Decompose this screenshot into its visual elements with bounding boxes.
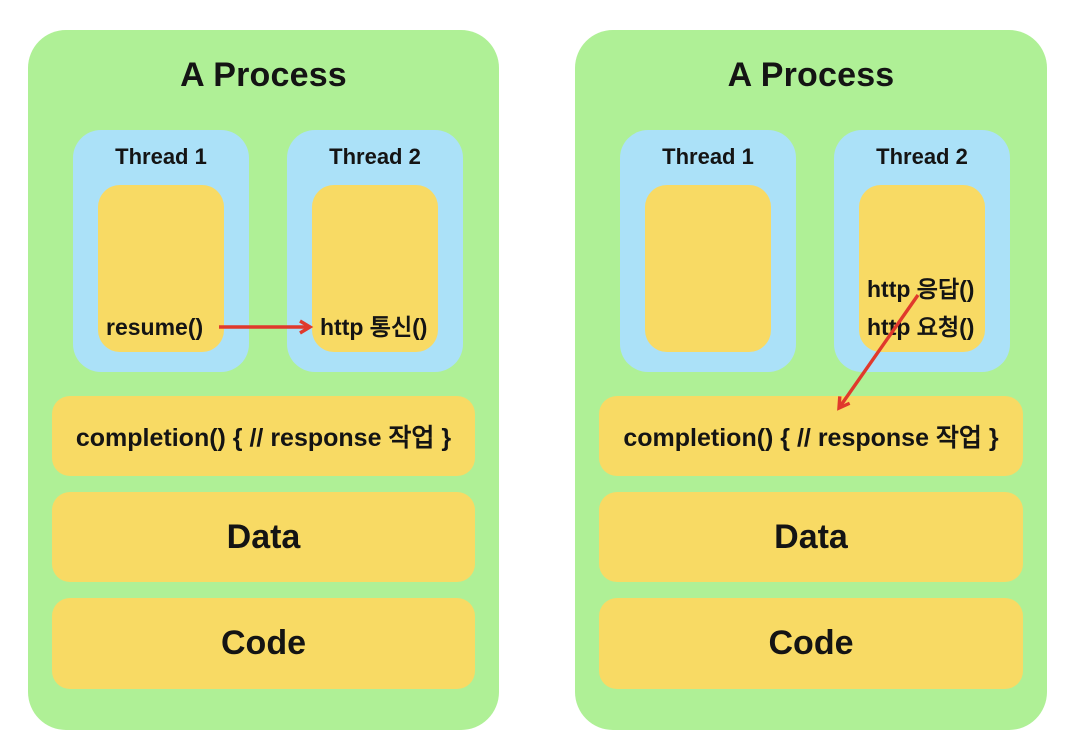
thread-2-box: Thread 2 http 통신() xyxy=(287,130,463,372)
process-panel-right: A Process Thread 1 Thread 2 http 응답() ht… xyxy=(575,30,1047,730)
data-box: Data xyxy=(599,492,1023,582)
thread-2-stack: http 통신() xyxy=(312,185,438,352)
data-box: Data xyxy=(52,492,475,582)
stack-item-http-call: http 통신() xyxy=(320,314,428,340)
thread-2-stack: http 응답() http 요청() xyxy=(859,185,985,352)
process-title: A Process xyxy=(727,56,895,94)
stack-item-http-request: http 요청() xyxy=(867,314,975,340)
stack-item-http-response: http 응답() xyxy=(867,276,975,302)
completion-box: completion() { // response 작업 } xyxy=(599,396,1023,476)
thread-1-label: Thread 1 xyxy=(115,144,207,169)
thread-1-box: Thread 1 xyxy=(620,130,796,372)
code-box: Code xyxy=(599,598,1023,689)
thread-1-label: Thread 1 xyxy=(662,144,754,169)
thread-2-box: Thread 2 http 응답() http 요청() xyxy=(834,130,1010,372)
thread-2-label: Thread 2 xyxy=(876,144,968,169)
stack-item-resume: resume() xyxy=(106,314,204,340)
process-panel-left: A Process Thread 1 resume() Thread 2 htt… xyxy=(28,30,499,730)
code-box: Code xyxy=(52,598,475,689)
process-title: A Process xyxy=(180,56,347,94)
completion-box: completion() { // response 작업 } xyxy=(52,396,475,476)
thread-1-box: Thread 1 resume() xyxy=(73,130,249,372)
thread-1-stack: resume() xyxy=(98,185,224,352)
thread-2-label: Thread 2 xyxy=(329,144,421,169)
thread-1-stack xyxy=(645,185,771,352)
